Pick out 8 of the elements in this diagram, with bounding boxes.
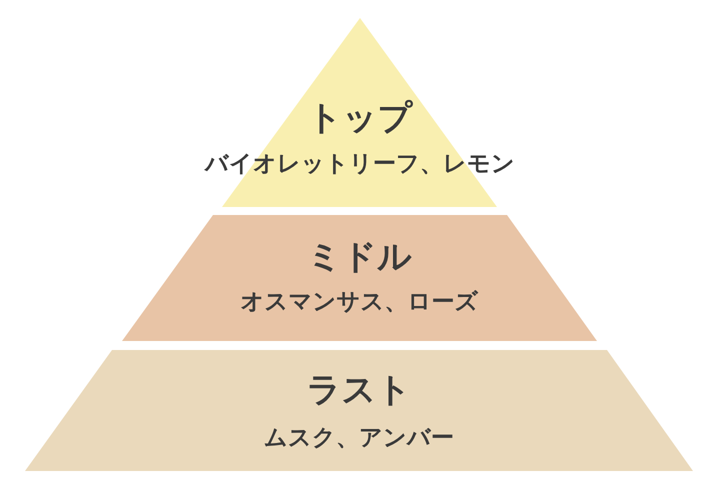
tier-text: ムスク、アンバー — [264, 424, 454, 453]
pyramid-tier — [25, 350, 693, 471]
tier-heading: ミドル — [307, 237, 412, 277]
tier-heading: ラスト — [306, 370, 412, 410]
pyramid-tier — [122, 215, 597, 341]
tier-text: バイオレットリーフ、レモン — [205, 150, 515, 179]
tier-text: オスマンサス、ローズ — [240, 288, 478, 317]
tier-heading: トップ — [308, 98, 412, 138]
